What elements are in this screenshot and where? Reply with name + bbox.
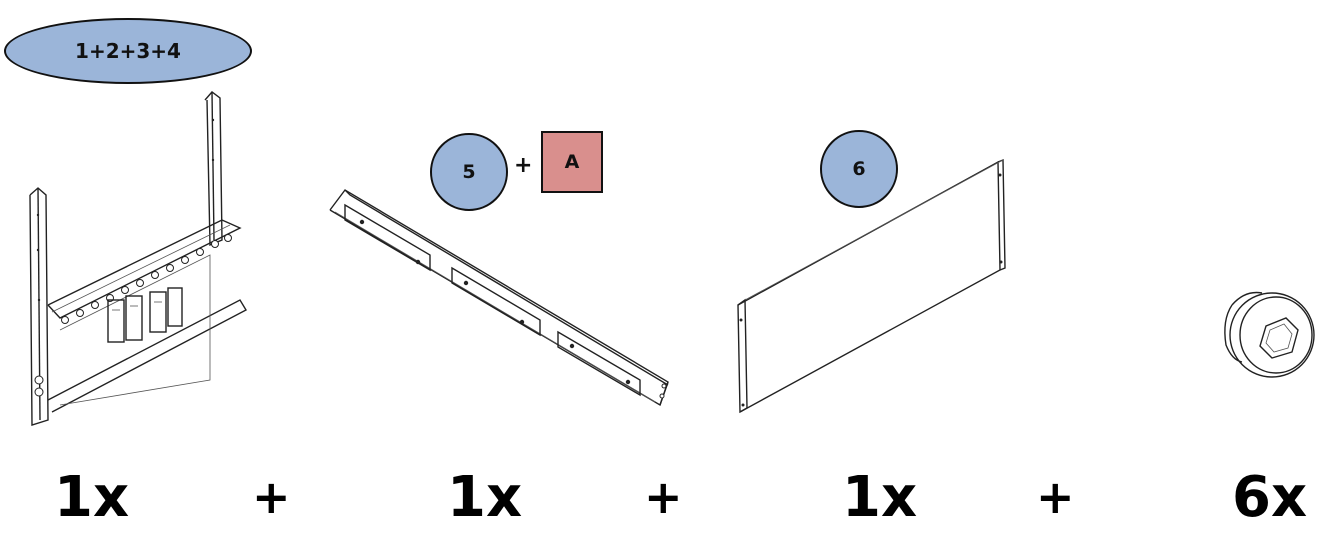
- callout-part-6: 6: [820, 130, 898, 208]
- quantity-beam: 1x: [447, 465, 523, 530]
- knob-drawing: [1224, 291, 1315, 378]
- beam-drawing: [329, 189, 669, 407]
- plus-separator: +: [644, 470, 683, 524]
- quantity-frame: 1x: [54, 465, 130, 530]
- frame-assembly-drawing: [29, 91, 247, 426]
- callout-part-5: 5: [430, 133, 508, 211]
- callout-label: 5: [462, 161, 476, 183]
- callout-label: 1+2+3+4: [75, 39, 181, 63]
- callout-part-a: A: [541, 131, 603, 193]
- panel-drawing: [737, 158, 1006, 414]
- plus-separator: +: [252, 470, 291, 524]
- quantity-knob: 6x: [1232, 465, 1308, 530]
- quantity-panel: 1x: [842, 465, 918, 530]
- plus-separator: +: [1036, 470, 1075, 524]
- callout-label: 6: [852, 158, 866, 180]
- callout-plus: +: [514, 153, 533, 178]
- callout-parts-1-2-3-4: 1+2+3+4: [4, 18, 252, 84]
- callout-label: A: [564, 151, 580, 173]
